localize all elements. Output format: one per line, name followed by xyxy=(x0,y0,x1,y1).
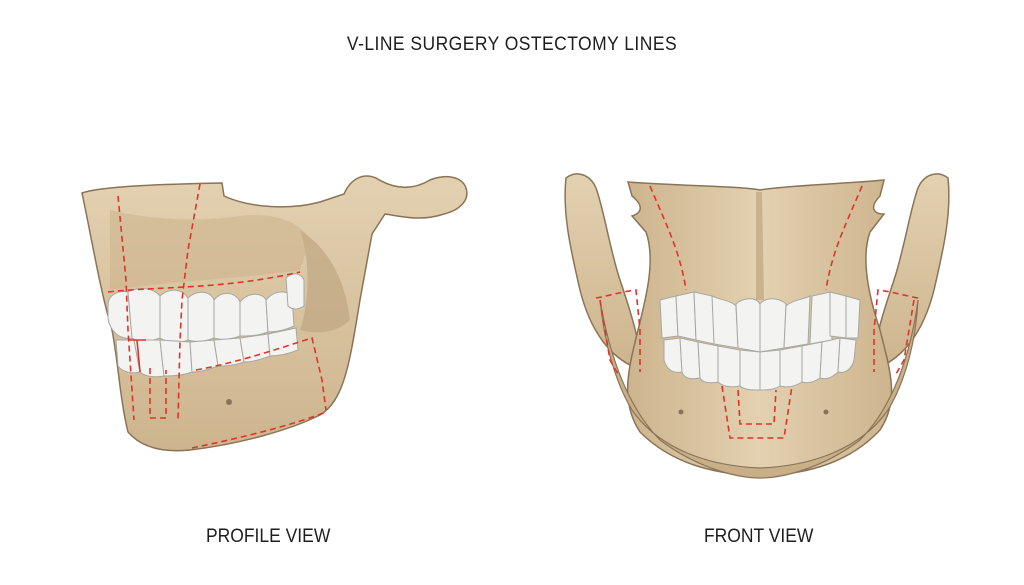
front-line-left-vertical xyxy=(649,185,687,291)
front-right-foramen xyxy=(823,409,829,415)
profile-line-chin-box xyxy=(149,368,167,419)
profile-line-mandibular-border xyxy=(195,336,327,411)
profile-line-occlusal xyxy=(107,271,301,293)
front-midline-ridge xyxy=(756,192,764,300)
front-line-chin-inner xyxy=(737,389,777,425)
front-line-right-ramus-box xyxy=(873,289,919,375)
profile-ostectomy-lines xyxy=(107,183,327,449)
diagram-title: V-LINE SURGERY OSTECTOMY LINES xyxy=(346,34,678,55)
front-lower-teeth xyxy=(663,337,857,391)
profile-line-canine-vertical xyxy=(177,183,201,421)
profile-view-mandible xyxy=(81,175,468,452)
profile-view-caption: PROFILE VIEW xyxy=(206,526,331,547)
front-line-chin-box xyxy=(721,385,793,439)
profile-mental-foramen xyxy=(226,399,232,405)
front-line-right-vertical xyxy=(825,185,863,291)
profile-line-anterior-vertical xyxy=(117,195,135,421)
front-view-caption: FRONT VIEW xyxy=(704,526,814,547)
profile-alveolar-shadow xyxy=(110,210,310,290)
profile-line-inferior-border xyxy=(191,411,327,449)
front-view-mandible xyxy=(564,173,950,479)
front-ostectomy-lines xyxy=(595,185,919,439)
profile-ramus-shadow xyxy=(300,230,350,333)
front-mandible-lower xyxy=(599,299,919,479)
profile-ostectomy-solid-mark xyxy=(128,339,146,373)
front-upper-teeth xyxy=(659,291,861,353)
front-left-foramen xyxy=(678,409,684,415)
front-left-ramus xyxy=(564,173,643,372)
front-line-left-ramus-box xyxy=(595,289,641,375)
